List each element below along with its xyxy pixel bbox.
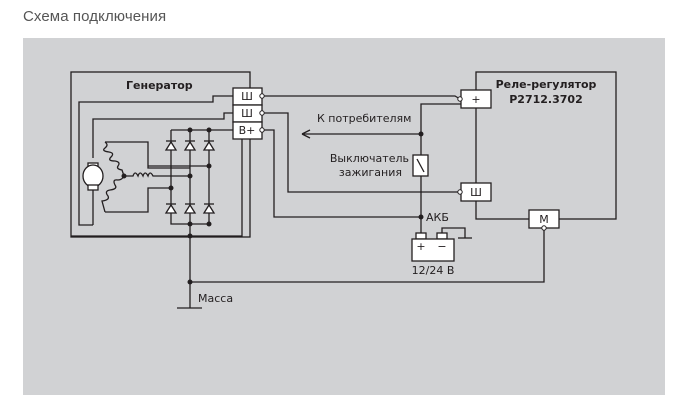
svg-text:+: + — [416, 240, 425, 253]
mass-bus-wire — [190, 228, 545, 283]
field-wire-1 — [78, 95, 233, 226]
rectifier-bridge — [148, 127, 233, 227]
consumers-label: К потребителям — [317, 112, 411, 125]
bplus-to-battery-wire — [264, 129, 420, 218]
battery-node-label: АКБ — [426, 211, 449, 224]
battery-voltage-label: 12/24 В — [412, 264, 455, 277]
diode-icon — [183, 203, 197, 214]
generator-label: Генератор — [126, 79, 193, 92]
ignition-line-wire — [420, 103, 461, 217]
consumers-arrow-icon — [301, 129, 311, 139]
ground-label: Масса — [198, 292, 233, 305]
svg-text:+: + — [471, 93, 480, 106]
diode-icon — [202, 140, 216, 151]
svg-text:−: − — [437, 240, 446, 253]
generator-terminal-block: Ш Ш В+ — [232, 87, 263, 140]
bplus-internal-wire — [190, 139, 243, 237]
ignition-switch-label-2: зажигания — [339, 166, 402, 179]
terminal-sh1-label: Ш — [241, 90, 253, 103]
terminal-bplus-label: В+ — [239, 124, 256, 137]
regulator-model: Р2712.3702 — [509, 93, 582, 106]
generator-box — [70, 71, 251, 238]
diode-icon — [164, 140, 178, 151]
brush-assembly-icon — [82, 162, 104, 225]
svg-text:М: М — [539, 213, 549, 226]
sh1-to-regulator-plus-wire — [264, 95, 461, 100]
stator-winding-icon — [101, 141, 190, 213]
svg-text:Ш: Ш — [470, 186, 482, 199]
terminal-sh2-label: Ш — [241, 107, 253, 120]
page-title: Схема подключения — [23, 8, 167, 25]
ignition-switch-label-1: Выключатель — [330, 152, 409, 165]
diode-icon — [202, 203, 216, 214]
battery-icon: + − — [411, 232, 455, 262]
sh2-to-regulator-field-wire — [264, 112, 458, 193]
diode-icon — [164, 203, 178, 214]
regulator-label: Реле-регулятор — [496, 78, 597, 91]
diode-icon — [183, 140, 197, 151]
field-wire-2 — [92, 112, 233, 158]
